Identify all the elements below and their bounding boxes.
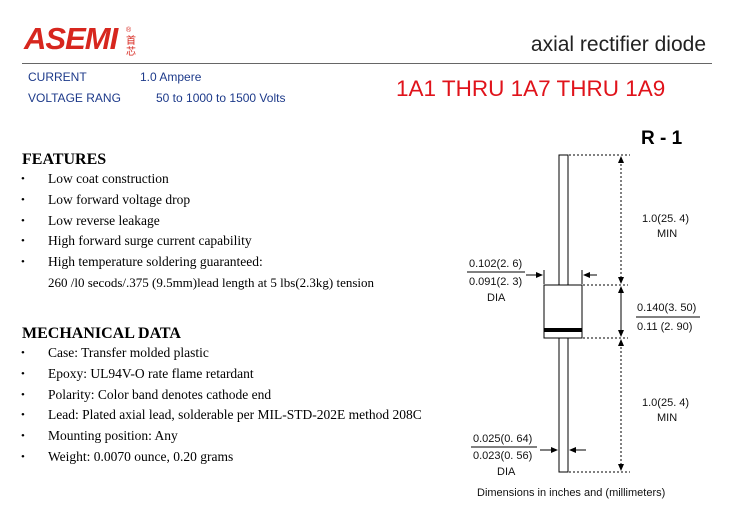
voltage-value: 50 to 1000 to 1500 Volts bbox=[156, 91, 286, 105]
arrowhead bbox=[618, 277, 624, 284]
bottom-lead-length-unit: MIN bbox=[657, 412, 678, 424]
body-dia-min: 0.091(2. 3) bbox=[469, 276, 523, 288]
arrowhead bbox=[569, 447, 576, 453]
package-name: R - 1 bbox=[641, 128, 683, 149]
top-lead bbox=[558, 154, 569, 286]
list-item: Low coat construction bbox=[21, 169, 263, 190]
list-item: Low forward voltage drop bbox=[21, 190, 263, 211]
list-item: Low reverse leakage bbox=[21, 211, 263, 232]
soldering-note: 260 /l0 secods/.375 (9.5mm)lead length a… bbox=[48, 275, 375, 290]
header-divider bbox=[22, 63, 712, 64]
logo-text: ASEMI bbox=[24, 21, 118, 56]
list-item: Weight: 0.0070 ounce, 0.20 grams bbox=[21, 447, 422, 468]
top-lead-length: 1.0(25. 4) bbox=[642, 213, 690, 225]
arrowhead bbox=[536, 272, 543, 278]
body-dia-max: 0.102(2. 6) bbox=[469, 258, 523, 270]
list-item: Case: Transfer molded plastic bbox=[21, 343, 422, 364]
top-lead-length-unit: MIN bbox=[657, 228, 678, 240]
current-value: 1.0 Ampere bbox=[140, 70, 202, 84]
cathode-band bbox=[544, 328, 582, 332]
list-item: Polarity: Color band denotes cathode end bbox=[21, 385, 422, 406]
registered-mark: ® bbox=[126, 27, 132, 34]
list-item: Mounting position: Any bbox=[21, 426, 422, 447]
mechanical-heading: MECHANICAL DATA bbox=[22, 325, 181, 342]
arrowhead bbox=[551, 447, 558, 453]
arrowhead bbox=[618, 156, 624, 163]
lead-dia-min: 0.023(0. 56) bbox=[473, 450, 533, 462]
bottom-lead-length: 1.0(25. 4) bbox=[642, 397, 690, 409]
arrowhead bbox=[618, 330, 624, 337]
arrowhead bbox=[618, 464, 624, 471]
body-length-max: 0.140(3. 50) bbox=[637, 302, 697, 314]
features-list: Low coat construction Low forward voltag… bbox=[21, 169, 263, 273]
features-heading: FEATURES bbox=[22, 151, 107, 168]
current-label: CURRENT bbox=[28, 70, 87, 84]
brand-logo: ASEMI ® 首芯 bbox=[24, 21, 144, 59]
logo-chinese: ® 首芯 bbox=[126, 26, 138, 58]
part-title: 1A1 THRU 1A7 THRU 1A9 bbox=[396, 76, 666, 101]
arrowhead bbox=[618, 339, 624, 346]
list-item: High forward surge current capability bbox=[21, 231, 263, 252]
list-item: Epoxy: UL94V-O rate flame retardant bbox=[21, 364, 422, 385]
dimensions-caption: Dimensions in inches and (millimeters) bbox=[477, 487, 666, 499]
list-item: Lead: Plated axial lead, solderable per … bbox=[21, 405, 422, 426]
arrowhead bbox=[583, 272, 590, 278]
lead-dia-label: DIA bbox=[497, 466, 516, 478]
mechanical-list: Case: Transfer molded plastic Epoxy: UL9… bbox=[21, 343, 422, 468]
doc-subtitle: axial rectifier diode bbox=[530, 33, 706, 56]
logo-chinese-text: 首芯 bbox=[126, 36, 136, 58]
lead-dia-max: 0.025(0. 64) bbox=[473, 433, 533, 445]
body-length-min: 0.11 (2. 90) bbox=[637, 321, 693, 333]
list-item: High temperature soldering guaranteed: bbox=[21, 252, 263, 273]
body-dia-label: DIA bbox=[487, 292, 506, 304]
bottom-lead bbox=[558, 337, 569, 473]
voltage-label: VOLTAGE RANG bbox=[28, 91, 121, 105]
arrowhead bbox=[618, 286, 624, 293]
